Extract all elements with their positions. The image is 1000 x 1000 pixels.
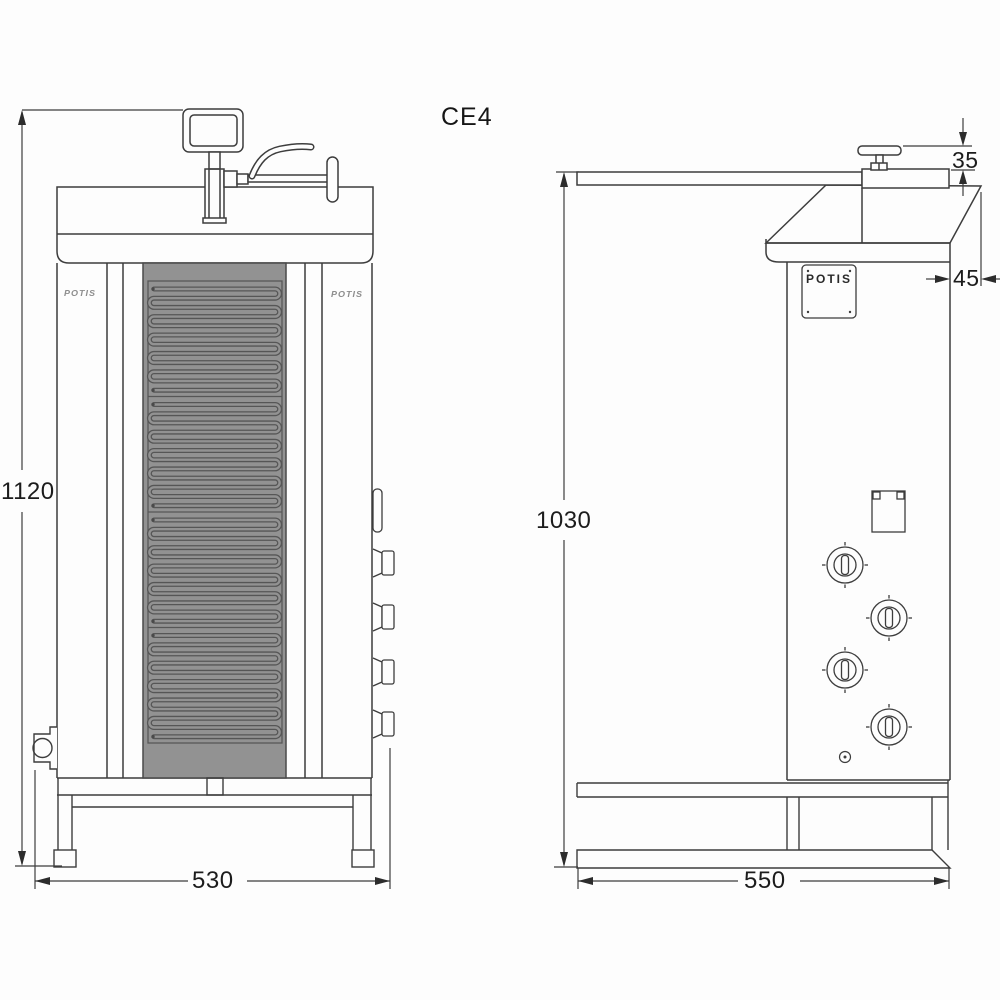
indicator-lamp [838, 750, 852, 764]
control-knob-profile [372, 602, 395, 632]
base-frame-side [576, 780, 952, 869]
body-front [56, 263, 373, 779]
shaft-housing [204, 168, 225, 221]
control-knobs [822, 542, 912, 750]
heating-coils [146, 286, 283, 740]
side-depth-label: 550 [744, 867, 786, 894]
control-knob [822, 542, 868, 588]
foot [351, 849, 375, 868]
front-height-label: 1120 [1, 478, 55, 505]
heating-coil-section [146, 633, 283, 740]
switch-box [871, 490, 906, 533]
left-column-logo: POTIS [63, 288, 96, 298]
control-knob-profiles [372, 488, 395, 739]
heating-coil-section [146, 402, 283, 509]
shaft-clamp [223, 170, 238, 188]
switch-tab-profile [372, 488, 383, 533]
canopy-side [764, 184, 983, 263]
dimension-line-canopy-overhang [926, 192, 1000, 286]
dimension-line-side-height [554, 171, 579, 868]
right-column-logo: POTIS [330, 289, 363, 299]
front-view [15, 108, 395, 889]
canopy-overhang-label: 45 [953, 265, 980, 291]
control-knob [866, 595, 912, 641]
control-knob-profile [372, 657, 395, 687]
skewer-arm-side [576, 171, 863, 186]
dimension-line-side-depth [577, 868, 950, 889]
drawing-title: CE4 [441, 103, 493, 131]
control-knob-profile [372, 709, 395, 739]
dimension-line-handle-offset [903, 118, 975, 196]
skewer-rod [247, 174, 329, 183]
heating-coil-section [146, 517, 283, 624]
brand-plate [801, 264, 857, 319]
motor-box-side [861, 168, 950, 189]
motor-shaft [208, 151, 221, 171]
side-view [554, 118, 1000, 889]
control-knob [822, 647, 868, 693]
heating-panel [142, 262, 287, 779]
drain-fitting [32, 726, 57, 770]
t-handle [857, 145, 902, 171]
skewer-disc [326, 156, 339, 203]
control-knob [866, 704, 912, 750]
handle-offset-label: 35 [952, 147, 979, 173]
foot [53, 849, 77, 868]
front-width-label: 530 [192, 867, 234, 894]
dimension-line-front-width [34, 748, 391, 889]
side-height-label: 1030 [536, 507, 592, 534]
canopy-front [56, 186, 374, 264]
control-knob-profile [372, 548, 395, 578]
motor-assembly-front [182, 108, 339, 224]
body-side [786, 243, 951, 781]
heating-coil-section [146, 286, 283, 393]
dimension-line-front-height [15, 109, 183, 867]
brand-plate-label: POTIS [805, 272, 852, 286]
floor-runner [576, 849, 952, 869]
center-support [206, 777, 224, 796]
base-frame-front [53, 777, 375, 868]
